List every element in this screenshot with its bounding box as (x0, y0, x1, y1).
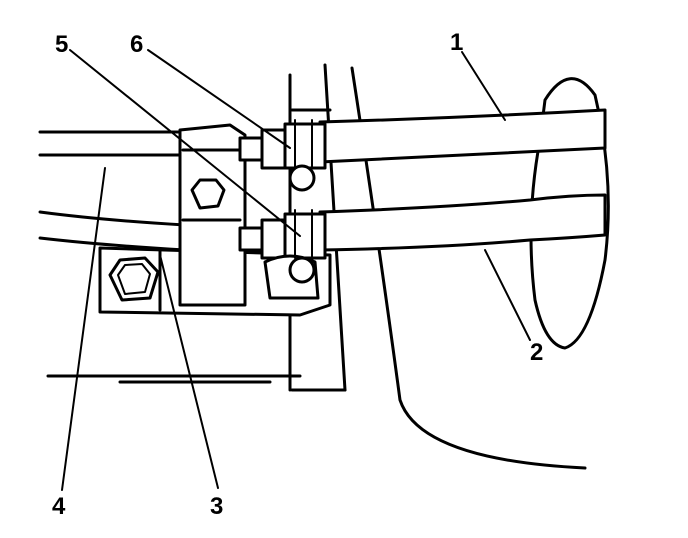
cooler-lines (318, 108, 607, 252)
connector-block (178, 123, 247, 307)
callout-4: 4 (52, 493, 66, 520)
fitting-lower (238, 212, 327, 300)
callout-3: 3 (210, 493, 223, 520)
leader-2 (484, 249, 531, 341)
callout-2: 2 (530, 339, 543, 366)
callout-6: 6 (130, 31, 143, 58)
frame-rails (38, 130, 302, 384)
clips (294, 119, 313, 259)
cooler-oval (529, 77, 610, 350)
leader-4 (61, 167, 106, 491)
leader-1 (461, 51, 506, 121)
hex-bolt-lower (108, 256, 160, 302)
callout-5: 5 (55, 31, 68, 58)
leader-5 (69, 49, 301, 237)
leader-lines (61, 49, 531, 491)
leader-6 (147, 49, 291, 149)
leader-3 (159, 254, 219, 489)
callout-labels: 1 2 3 4 5 6 (52, 29, 543, 520)
body-panel-curve (350, 66, 587, 470)
callout-1: 1 (450, 29, 463, 56)
